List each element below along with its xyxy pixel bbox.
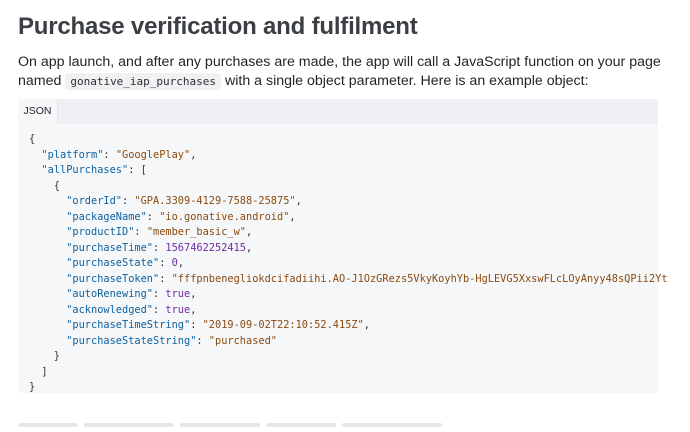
code-line: "purchaseToken": "fffpnbenegliokdcifadii…	[29, 272, 667, 288]
intro-paragraph: On app launch, and after any purchases a…	[18, 53, 678, 91]
code-token: "purchaseTimeString"	[66, 319, 191, 331]
code-token: "purchaseState"	[66, 257, 160, 269]
code-token: "member_basic_w"	[146, 226, 247, 238]
code-token: :	[153, 303, 166, 316]
code-token: :	[196, 334, 209, 347]
code-token: :	[134, 226, 147, 238]
code-token: "productID"	[66, 226, 135, 238]
code-line: }	[29, 380, 658, 396]
code-token: ,	[246, 241, 253, 254]
code-line: "acknowledged": true,	[29, 303, 658, 319]
code-token: }	[29, 350, 60, 362]
code-token: 0	[171, 257, 178, 269]
code-token	[29, 273, 66, 285]
code-token: true	[165, 303, 191, 316]
code-token: ,	[190, 148, 197, 161]
code-line: }	[29, 349, 658, 365]
code-token: "purchaseStateString"	[66, 334, 197, 347]
code-token	[29, 149, 41, 161]
code-token: :	[146, 210, 160, 223]
code-token: ,	[177, 257, 185, 269]
code-token: }	[29, 381, 36, 393]
code-token: "fffpnbenegliokdcifadiihi.AO-J1OzGRezs5V…	[171, 272, 668, 285]
code-token: :	[159, 272, 172, 285]
code-line: "packageName": "io.gonative.android",	[29, 210, 658, 226]
code-line: "purchaseStateString": "purchased"	[29, 334, 658, 350]
code-token: :	[153, 288, 166, 300]
code-line: "purchaseState": 0,	[29, 256, 658, 272]
code-token: :	[159, 257, 172, 269]
code-block: JSON { "platform": "GooglePlay", "allPur…	[18, 99, 668, 393]
code-token: 1567462252415	[165, 241, 246, 254]
intro-text-after: with a single object parameter. Here is …	[221, 73, 589, 89]
code-token	[29, 304, 66, 316]
code-token: ,	[289, 210, 296, 223]
code-line: {	[29, 179, 658, 195]
code-token	[29, 257, 66, 269]
code-token: "2019-09-02T22:10:52.415Z"	[202, 319, 364, 331]
code-token: {	[29, 133, 36, 145]
code-token	[29, 335, 66, 347]
code-token: "GPA.3309-4129-7588-25875"	[134, 195, 296, 207]
code-token	[29, 226, 66, 238]
code-token	[29, 242, 66, 254]
json-code: { "platform": "GooglePlay", "allPurchase…	[29, 132, 668, 393]
code-line: "orderId": "GPA.3309-4129-7588-25875",	[29, 194, 658, 210]
code-token: "acknowledged"	[66, 303, 153, 316]
code-token: true	[165, 288, 191, 300]
code-line: "platform": "GooglePlay",	[29, 148, 658, 164]
code-token: "platform"	[41, 148, 104, 161]
code-line: "purchaseTimeString": "2019-09-02T22:10:…	[29, 318, 658, 334]
docs-page: Purchase verification and fulfilment On …	[18, 13, 678, 427]
code-token	[29, 288, 66, 300]
code-token: :	[122, 195, 135, 207]
code-token: "purchaseToken"	[66, 272, 160, 285]
code-token: ]	[29, 365, 48, 378]
code-token: "io.gonative.android"	[159, 210, 290, 223]
code-token: "orderId"	[66, 195, 122, 207]
next-paragraph-cutoff	[18, 414, 478, 427]
code-token: "packageName"	[66, 210, 147, 223]
code-token	[29, 195, 66, 207]
code-token: ,	[190, 303, 197, 316]
code-token: ,	[363, 319, 370, 331]
code-line: "productID": "member_basic_w",	[29, 225, 658, 241]
tab-json[interactable]: JSON	[18, 99, 58, 124]
code-line: "autoRenewing": true,	[29, 287, 658, 303]
code-token: :	[190, 319, 203, 331]
code-token: ,	[246, 226, 253, 238]
code-token: :	[153, 241, 166, 254]
function-name-code: gonative_iap_purchases	[65, 73, 222, 90]
code-line: "purchaseTime": 1567462252415,	[29, 241, 658, 257]
code-token: "purchaseTime"	[66, 241, 153, 254]
code-token: "purchased"	[208, 334, 277, 347]
intro-text-before: On app launch, and after any purchases a…	[18, 54, 661, 89]
code-token: ,	[295, 195, 302, 207]
section-heading: Purchase verification and fulfilment	[18, 13, 418, 40]
code-token	[29, 211, 66, 223]
code-token	[29, 164, 41, 176]
code-line: "allPurchases": [	[29, 163, 658, 179]
code-token: "allPurchases"	[41, 164, 129, 176]
code-token: ,	[190, 288, 197, 300]
code-token: : [	[128, 164, 147, 176]
code-token	[29, 319, 66, 331]
code-token: "autoRenewing"	[66, 288, 153, 300]
code-token: "GooglePlay"	[115, 148, 191, 161]
code-token: :	[103, 148, 116, 161]
code-token: {	[29, 179, 60, 192]
code-line: ]	[29, 365, 658, 381]
code-tab-bar: JSON	[18, 99, 658, 124]
code-line: {	[29, 132, 658, 148]
